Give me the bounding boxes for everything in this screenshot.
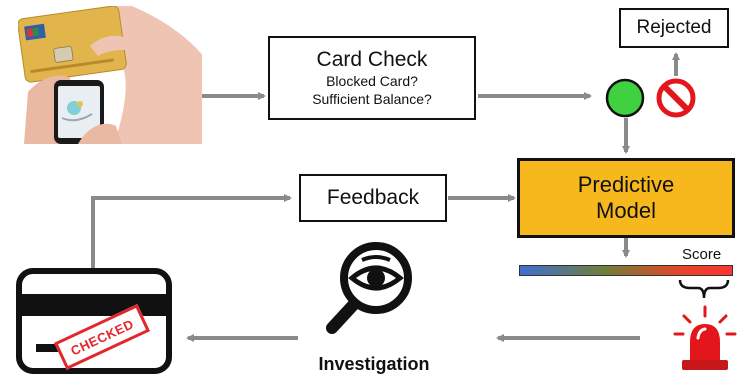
credit-card-icon xyxy=(16,268,172,374)
card-check-question-blocked: Blocked Card? xyxy=(326,72,418,89)
investigation-label: Investigation xyxy=(318,354,430,374)
reject-icon xyxy=(656,78,696,118)
rejected-box: Rejected xyxy=(619,8,729,48)
card-check-title: Card Check xyxy=(316,47,428,71)
payment-photo xyxy=(18,6,202,144)
eye-magnifier-icon xyxy=(326,242,412,334)
score-label: Score xyxy=(682,246,722,263)
rejected-label: Rejected xyxy=(636,17,712,39)
score-brace xyxy=(678,279,730,299)
predictive-model-line1: Predictive xyxy=(577,171,675,197)
predictive-model-box: Predictive Model xyxy=(517,158,735,238)
score-bar xyxy=(519,265,733,276)
feedback-label: Feedback xyxy=(326,185,420,209)
card-check-box: Card Check Blocked Card? Sufficient Bala… xyxy=(268,36,476,120)
card-check-question-balance: Sufficient Balance? xyxy=(312,91,432,108)
approve-icon xyxy=(605,78,645,118)
predictive-model-line2: Model xyxy=(596,198,656,223)
alarm-siren-icon xyxy=(673,305,737,370)
feedback-box: Feedback xyxy=(299,174,447,222)
arrow-card-to-feedback xyxy=(91,194,292,268)
